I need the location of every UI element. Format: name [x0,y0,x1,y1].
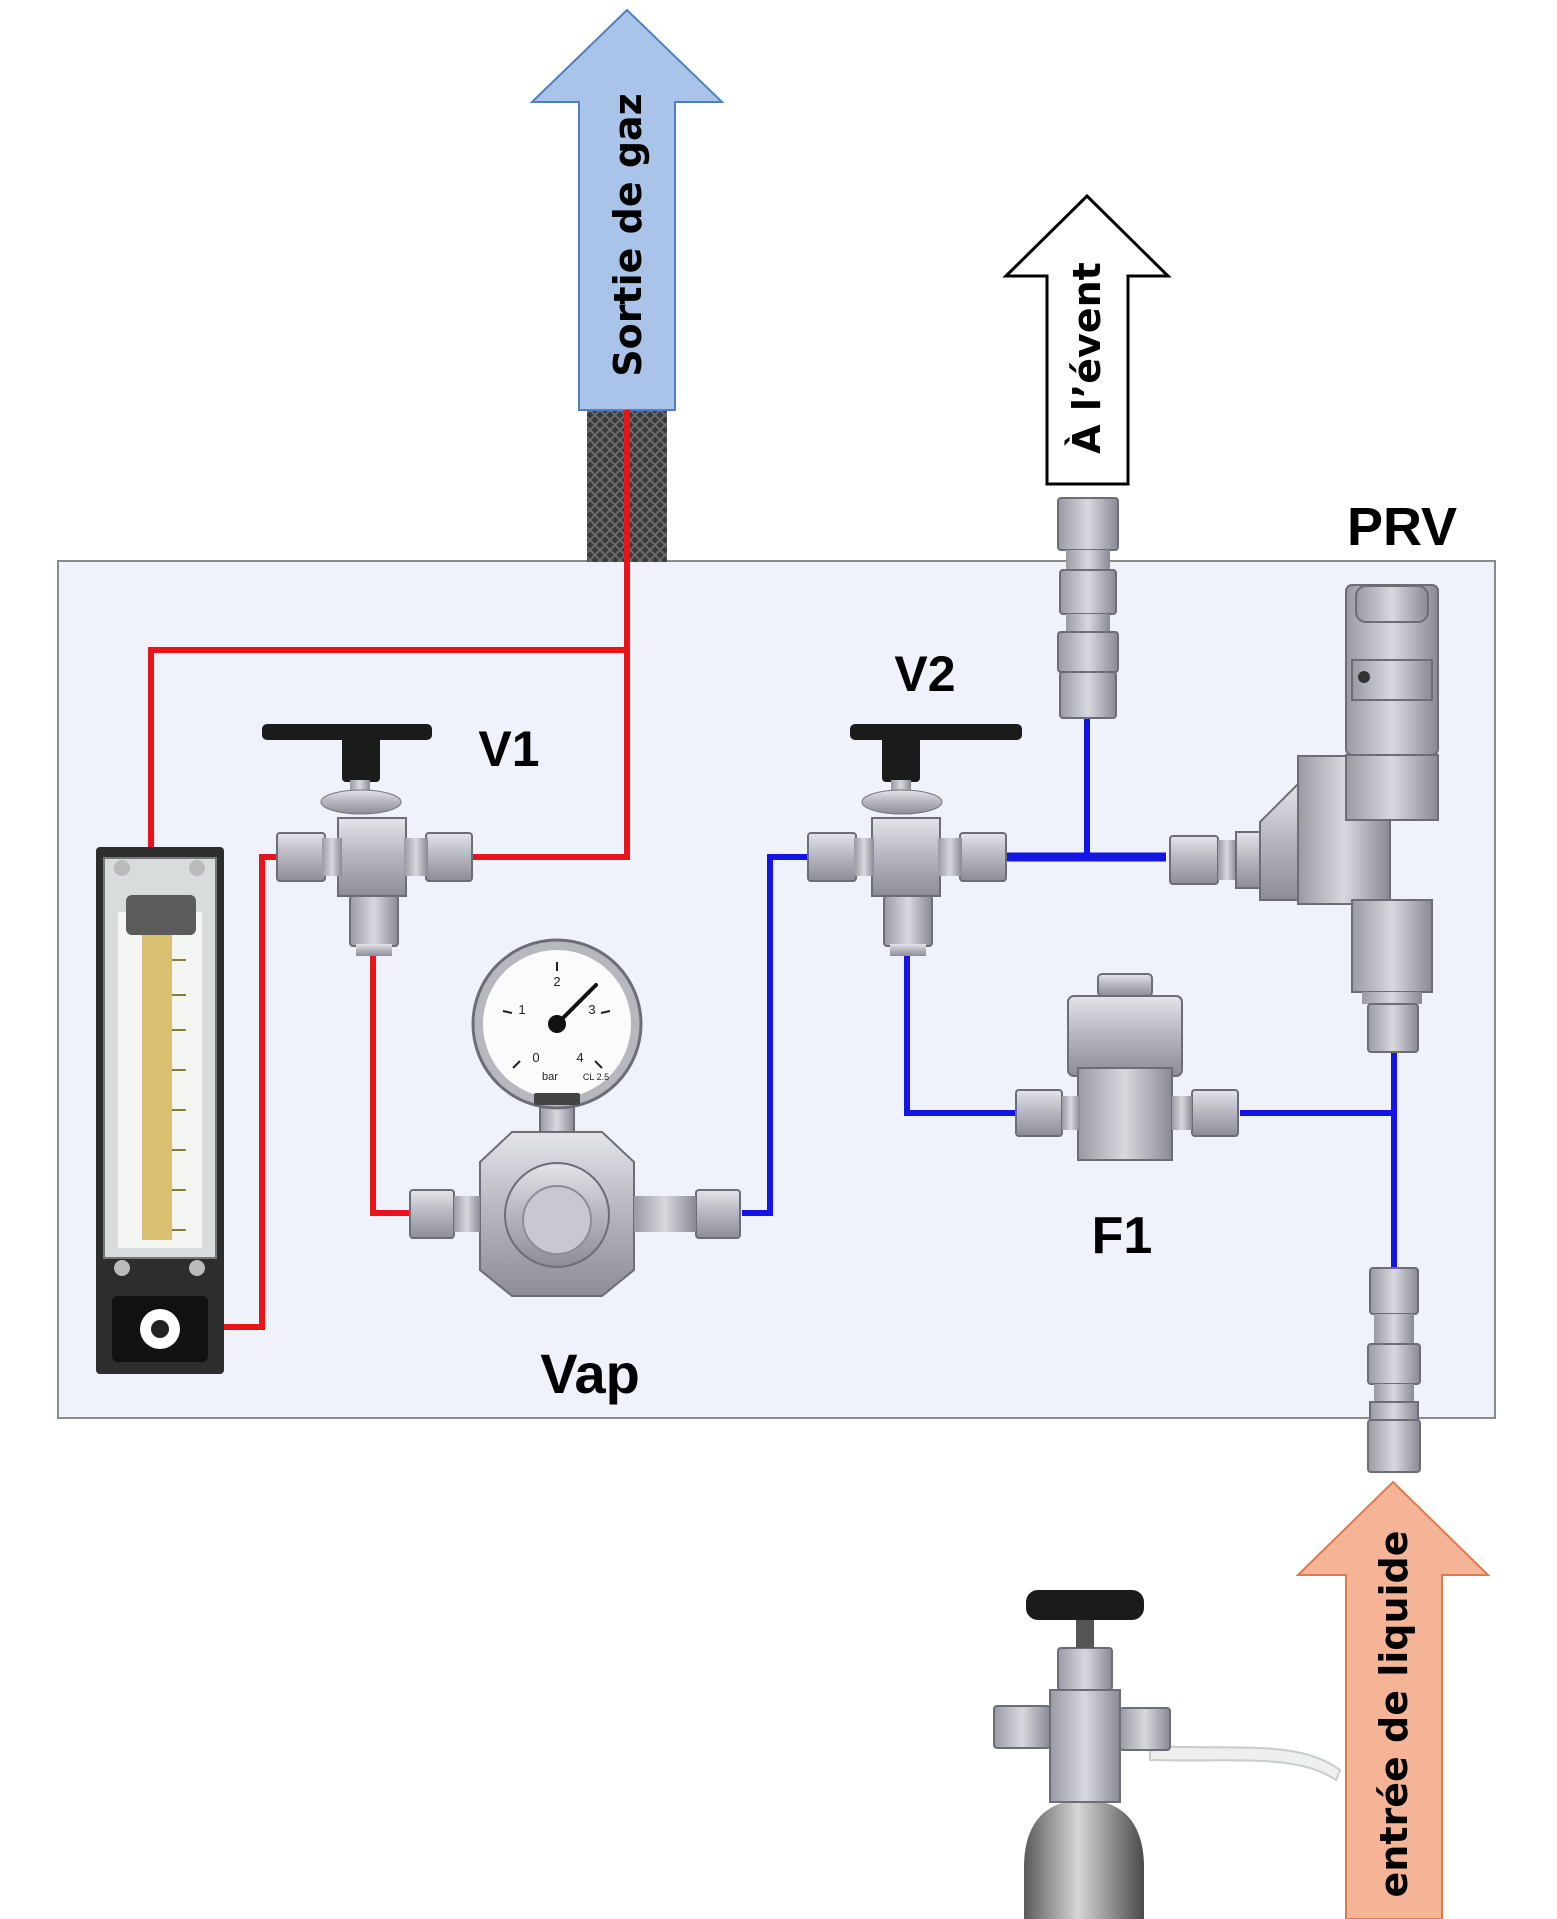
gauge-tick-2: 2 [553,974,560,989]
label-f1: F1 [1092,1207,1153,1265]
gas-lines [148,410,630,1330]
vent-arrow: À l’évent [1002,193,1172,486]
prv-assembly [1169,584,1439,1053]
liquid-inlet-label: entrée de liquide [1372,1530,1416,1897]
label-prv: PRV [1347,497,1457,557]
liquid-lines [742,717,1397,1268]
gauge-unit: bar [542,1071,558,1083]
gauge-needle [555,983,598,1026]
vent-fitting [1057,497,1119,719]
label-vap: Vap [540,1342,640,1405]
vent-label: À l’évent [1065,262,1109,454]
gas-cylinder [993,1590,1342,1919]
valve-v1 [262,724,473,956]
gauge-class: CL 2.5 [583,1072,609,1082]
gas-outlet-arrow: Sortie de gaz [529,8,725,411]
liquid-inlet-arrow: entrée de liquide [1295,1480,1491,1919]
pressure-gauge: 0 1 2 3 4 bar CL 2.5 [471,938,643,1110]
gauge-tick-3: 3 [588,1002,595,1017]
gauge-tick-0: 0 [532,1050,539,1065]
label-v1: V1 [478,721,539,777]
gauge-tick-1: 1 [518,1002,525,1017]
gas-outlet-label: Sortie de gaz [606,93,650,377]
inlet-fitting [1367,1267,1421,1473]
label-v2: V2 [894,646,955,702]
gauge-tick-4: 4 [576,1050,583,1065]
vaporizer [409,1101,741,1297]
rotameter [96,847,224,1374]
valve-v2 [807,724,1022,956]
filter-f1 [1015,973,1239,1161]
panel [57,560,1496,1419]
